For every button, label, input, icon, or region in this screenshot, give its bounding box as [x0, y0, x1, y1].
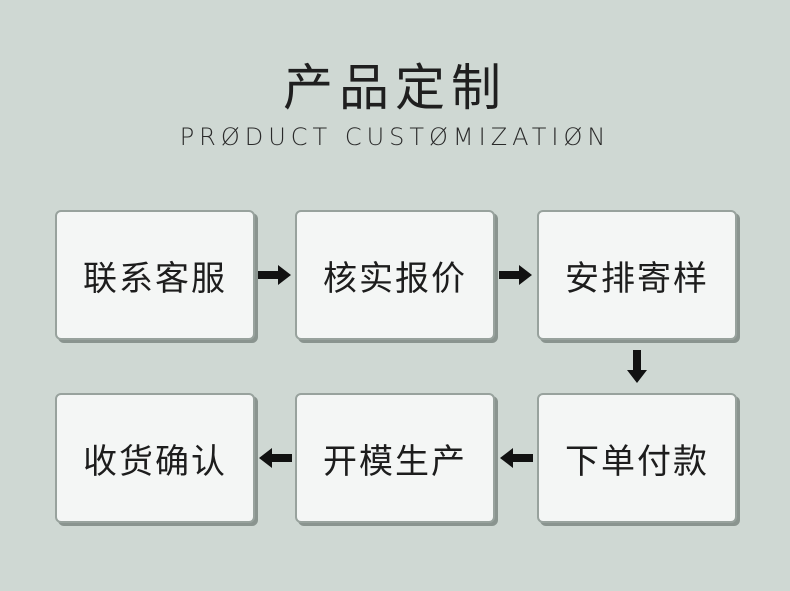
step-box-mold-production: 开模生产	[295, 393, 495, 523]
arrow-right-icon	[499, 265, 532, 285]
arrow-left-icon	[500, 448, 533, 468]
arrow-down-icon	[627, 350, 647, 383]
step-box-verify-quote: 核实报价	[295, 210, 495, 340]
step-box-arrange-sample: 安排寄样	[537, 210, 737, 340]
arrow-right-icon	[258, 265, 291, 285]
step-box-contact-service: 联系客服	[55, 210, 255, 340]
step-box-place-order-pay: 下单付款	[537, 393, 737, 523]
step-box-confirm-receipt: 收货确认	[55, 393, 255, 523]
page-title: 产品定制	[283, 59, 507, 117]
arrow-left-icon	[259, 448, 292, 468]
page-subtitle: PRØDUCT CUSTØMIZATIØN	[179, 123, 611, 151]
